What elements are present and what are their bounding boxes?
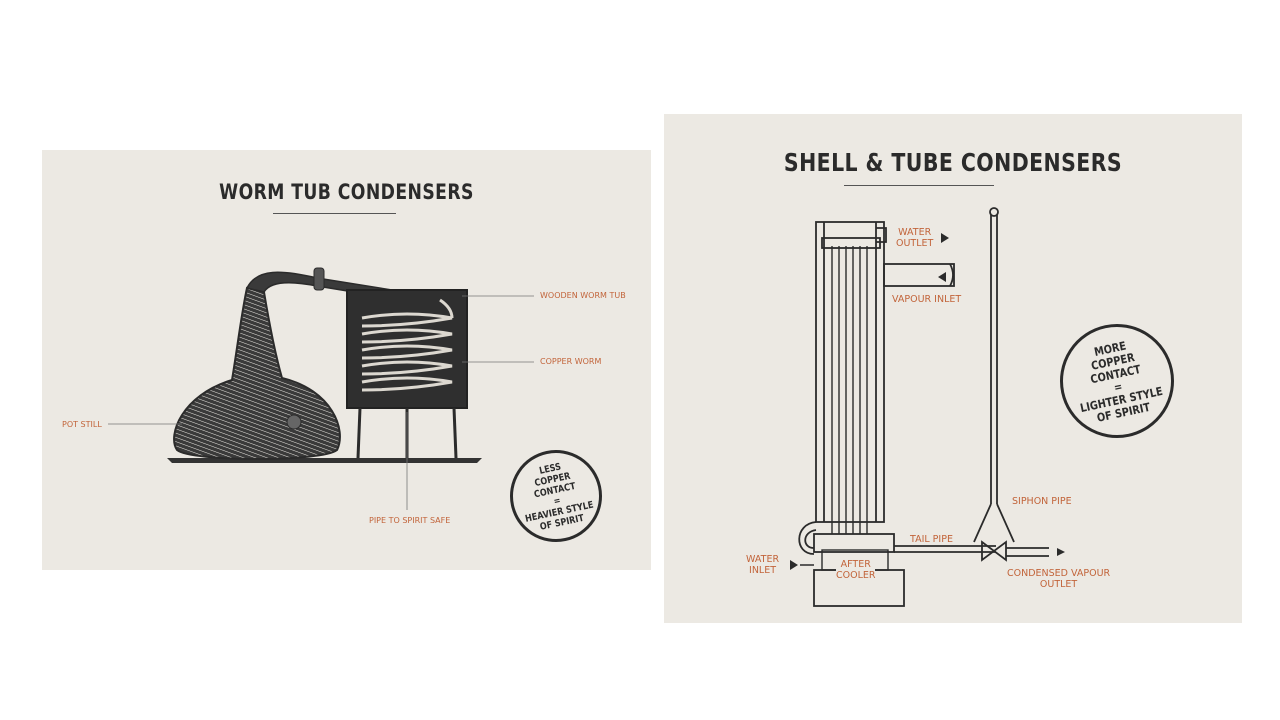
label-water-inlet-line1: WATER [746,554,780,565]
label-water-inlet: WATER INLET [746,554,779,576]
worm-tub-panel: WORM TUB CONDENSERS [42,150,651,570]
label-after-cooler: AFTER COOLER [836,559,876,581]
label-after-cooler-line2: COOLER [836,570,876,581]
ground-shadow [167,458,482,463]
label-water-inlet-line2: INLET [749,565,777,576]
shell-tube-diagram [790,207,1065,607]
bottom-header [813,533,895,553]
label-copper-worm: COPPER WORM [540,357,602,366]
label-pipe-to-spirit-safe: PIPE TO SPIRIT SAFE [369,516,451,525]
shell-tube-title-underline [844,185,994,186]
label-after-cooler-line1: AFTER [840,559,871,570]
vapour-inlet-pipe [883,263,955,287]
condenser-top-cap [821,237,881,249]
label-pot-still: POT STILL [62,420,102,429]
pot-still-sight-glass [286,414,302,430]
water-bend-pipe [798,521,817,555]
label-wooden-worm-tub: WOODEN WORM TUB [540,291,626,300]
shell-tube-title: SHELL & TUBE CONDENSERS [783,148,1123,177]
pot-still-body [173,286,341,460]
label-tail-pipe: TAIL PIPE [910,534,953,545]
label-water-outlet: WATER OUTLET [896,227,933,249]
worm-tub-title: WORM TUB CONDENSERS [219,180,474,204]
shell-tube-panel: SHELL & TUBE CONDENSERS [664,114,1242,623]
label-water-outlet-line2: OUTLET [896,238,934,249]
water-outlet-arrow [941,233,949,243]
vapour-inlet-arrow [938,272,946,282]
label-condensed-vapour-outlet-line1: CONDENSED VAPOUR [1007,568,1111,579]
water-outlet-pipe [876,227,887,243]
outlet-valve [981,540,1007,562]
water-inlet-arrow [790,560,798,570]
copper-worm-coils [361,298,454,392]
lyne-arm-collar [313,267,325,291]
worm-tub-title-underline [273,213,396,214]
label-condensed-vapour-outlet-line2: OUTLET [1039,579,1078,590]
label-siphon-pipe: SIPHON PIPE [1012,496,1072,507]
label-vapour-inlet: VAPOUR INLET [892,294,962,305]
flow-arrows [790,233,1065,570]
condenser-shell [815,221,885,523]
worm-tub-diagram [108,267,534,510]
outlet-arrow [1057,548,1065,556]
worm-tub-leader-lines [108,295,534,510]
label-condensed-vapour-outlet: CONDENSED VAPOUR OUTLET [1007,568,1110,590]
label-water-outlet-line1: WATER [898,227,932,238]
condenser-tubes [831,246,868,534]
